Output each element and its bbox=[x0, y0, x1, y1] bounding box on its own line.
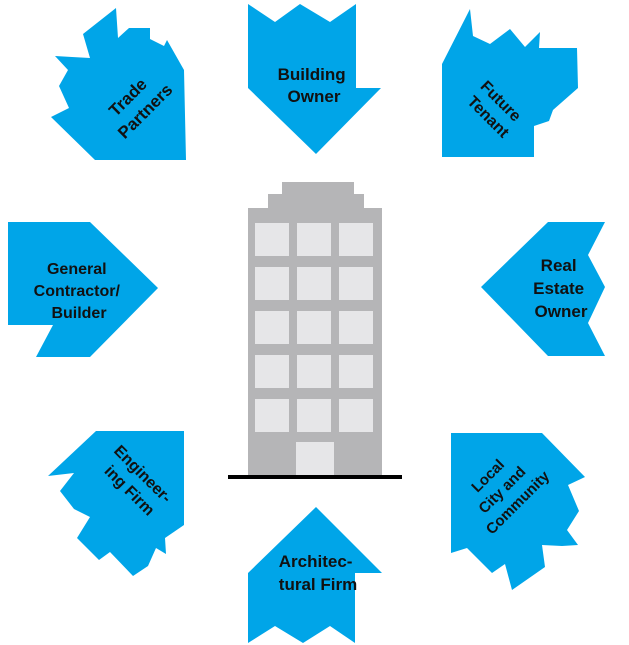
label-line: Real bbox=[541, 256, 577, 275]
building-window bbox=[255, 311, 289, 344]
building-window bbox=[255, 399, 289, 432]
arrow-shape-building-owner bbox=[248, 4, 381, 154]
label-line: Owner bbox=[535, 302, 588, 321]
label-line: Building bbox=[278, 65, 346, 84]
stakeholder-label-real-estate-owner: Real Estate Owner bbox=[533, 256, 589, 321]
arrow-shape-architectural-firm bbox=[248, 507, 382, 643]
label-line: General bbox=[47, 261, 107, 278]
stakeholder-local-city-community: Local City and Community bbox=[451, 433, 585, 590]
arrow-shape-trade-partners bbox=[51, 8, 186, 160]
arrow-shape-engineering-firm bbox=[48, 431, 184, 576]
building-window bbox=[255, 267, 289, 300]
stakeholder-architectural-firm: Architec- tural Firm bbox=[248, 507, 382, 643]
stakeholder-engineering-firm: Engineer- ing Firm bbox=[48, 431, 184, 576]
stakeholder-trade-partners: Trade Partners bbox=[51, 8, 186, 160]
stakeholder-label-general-contractor: General Contractor/ Builder bbox=[34, 261, 125, 322]
building-window bbox=[297, 355, 331, 388]
stakeholder-label-architectural-firm: Architec- tural Firm bbox=[279, 552, 357, 594]
arrow-shape-real-estate-owner bbox=[481, 222, 605, 356]
building-window bbox=[339, 267, 373, 300]
building-window bbox=[255, 355, 289, 388]
stakeholder-general-contractor: General Contractor/ Builder bbox=[8, 222, 158, 357]
label-line: Builder bbox=[51, 305, 106, 322]
stakeholder-label-building-owner: Building Owner bbox=[278, 65, 351, 106]
arrow-shape-future-tenant bbox=[442, 9, 578, 157]
building-window bbox=[339, 311, 373, 344]
building-window bbox=[297, 311, 331, 344]
label-line: Estate bbox=[533, 279, 584, 298]
building-windows bbox=[255, 223, 373, 432]
building-window bbox=[255, 223, 289, 256]
label-line: Owner bbox=[288, 87, 341, 106]
arrow-shape-general-contractor bbox=[8, 222, 158, 357]
building-icon bbox=[228, 182, 402, 479]
label-line: Contractor/ bbox=[34, 283, 121, 300]
building-window bbox=[297, 267, 331, 300]
stakeholder-real-estate-owner: Real Estate Owner bbox=[481, 222, 605, 356]
label-line: tural Firm bbox=[279, 575, 357, 594]
building-upper-tier bbox=[268, 194, 364, 210]
building-window bbox=[339, 223, 373, 256]
building-window bbox=[297, 223, 331, 256]
stakeholder-building-owner: Building Owner bbox=[248, 4, 381, 154]
building-window bbox=[297, 399, 331, 432]
arrow-shape-local-city-community bbox=[451, 433, 585, 590]
label-line: Architec- bbox=[279, 552, 353, 571]
building-door bbox=[296, 442, 334, 476]
stakeholder-future-tenant: Future Tenant bbox=[442, 9, 578, 157]
building-window bbox=[339, 399, 373, 432]
building-window bbox=[339, 355, 373, 388]
